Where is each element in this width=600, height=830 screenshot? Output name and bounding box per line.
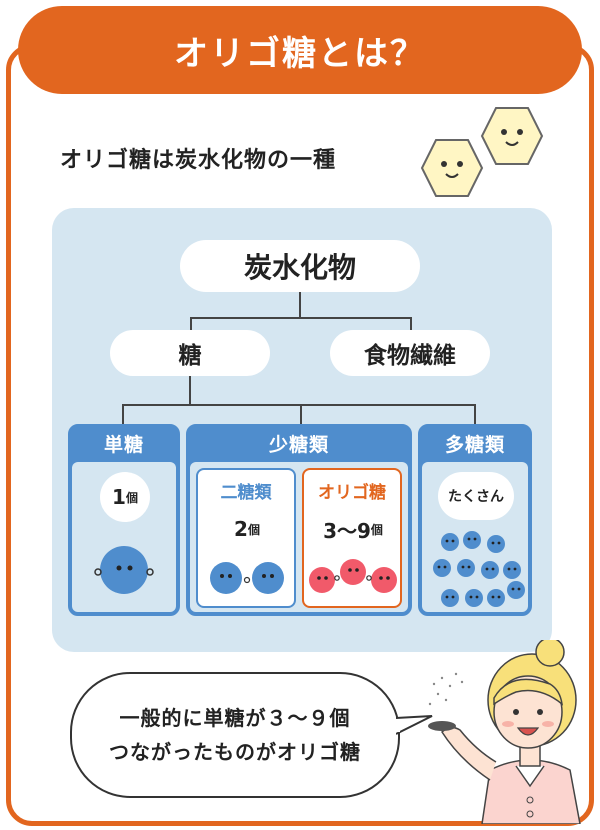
count-unit: 個	[370, 522, 383, 537]
speech-bubble: 一般的に単糖が３〜９個 つながったものがオリゴ糖	[70, 672, 400, 798]
monosaccharide-molecule-icon	[94, 546, 154, 594]
speech-line-2: つながったものがオリゴ糖	[109, 740, 361, 764]
count-number: 3〜9	[323, 518, 371, 543]
title-text: オリゴ糖とは？	[174, 33, 426, 74]
subcategory-title: オリゴ糖	[318, 483, 386, 503]
connector	[410, 317, 412, 331]
connector	[122, 404, 476, 406]
root-label: 炭水化物	[243, 251, 356, 284]
polysaccharide-molecule-icon	[433, 531, 525, 607]
connector	[474, 404, 476, 424]
count-unit: 個	[125, 490, 138, 505]
disaccharide-molecule-icon	[210, 562, 284, 594]
root-node: 炭水化物	[180, 240, 420, 292]
woman-illustration-icon	[428, 640, 581, 824]
subtitle: オリゴ糖は炭水化物の一種	[60, 148, 337, 173]
fiber-label: 食物繊維	[364, 343, 456, 369]
oligosaccharide-molecule-icon	[309, 559, 397, 593]
count-number: 1	[112, 485, 126, 509]
connector	[189, 376, 191, 405]
connector	[122, 404, 124, 424]
count-badge: たくさん	[438, 472, 514, 520]
subcategory-title: 二糖類	[220, 483, 272, 503]
category-title: 少糖類	[268, 433, 329, 456]
connector	[300, 404, 302, 424]
count-text: たくさん	[448, 489, 504, 505]
sugar-node: 糖	[110, 330, 270, 376]
page-title: オリゴ糖とは？	[18, 6, 582, 94]
speech-line-1: 一般的に単糖が３〜９個	[119, 706, 351, 730]
fiber-node: 食物繊維	[330, 330, 490, 376]
connector	[299, 292, 301, 318]
category-title: 多糖類	[444, 433, 505, 456]
category-title: 単糖	[103, 433, 144, 456]
sugar-label: 糖	[178, 343, 202, 369]
hexagon-face-icon	[480, 107, 544, 165]
count-number: 2	[234, 517, 248, 541]
speech-bubble-tail	[396, 715, 433, 735]
hexagon-face-icon	[420, 139, 484, 197]
count-unit: 個	[247, 522, 260, 537]
connector	[190, 317, 192, 331]
connector	[190, 317, 412, 319]
